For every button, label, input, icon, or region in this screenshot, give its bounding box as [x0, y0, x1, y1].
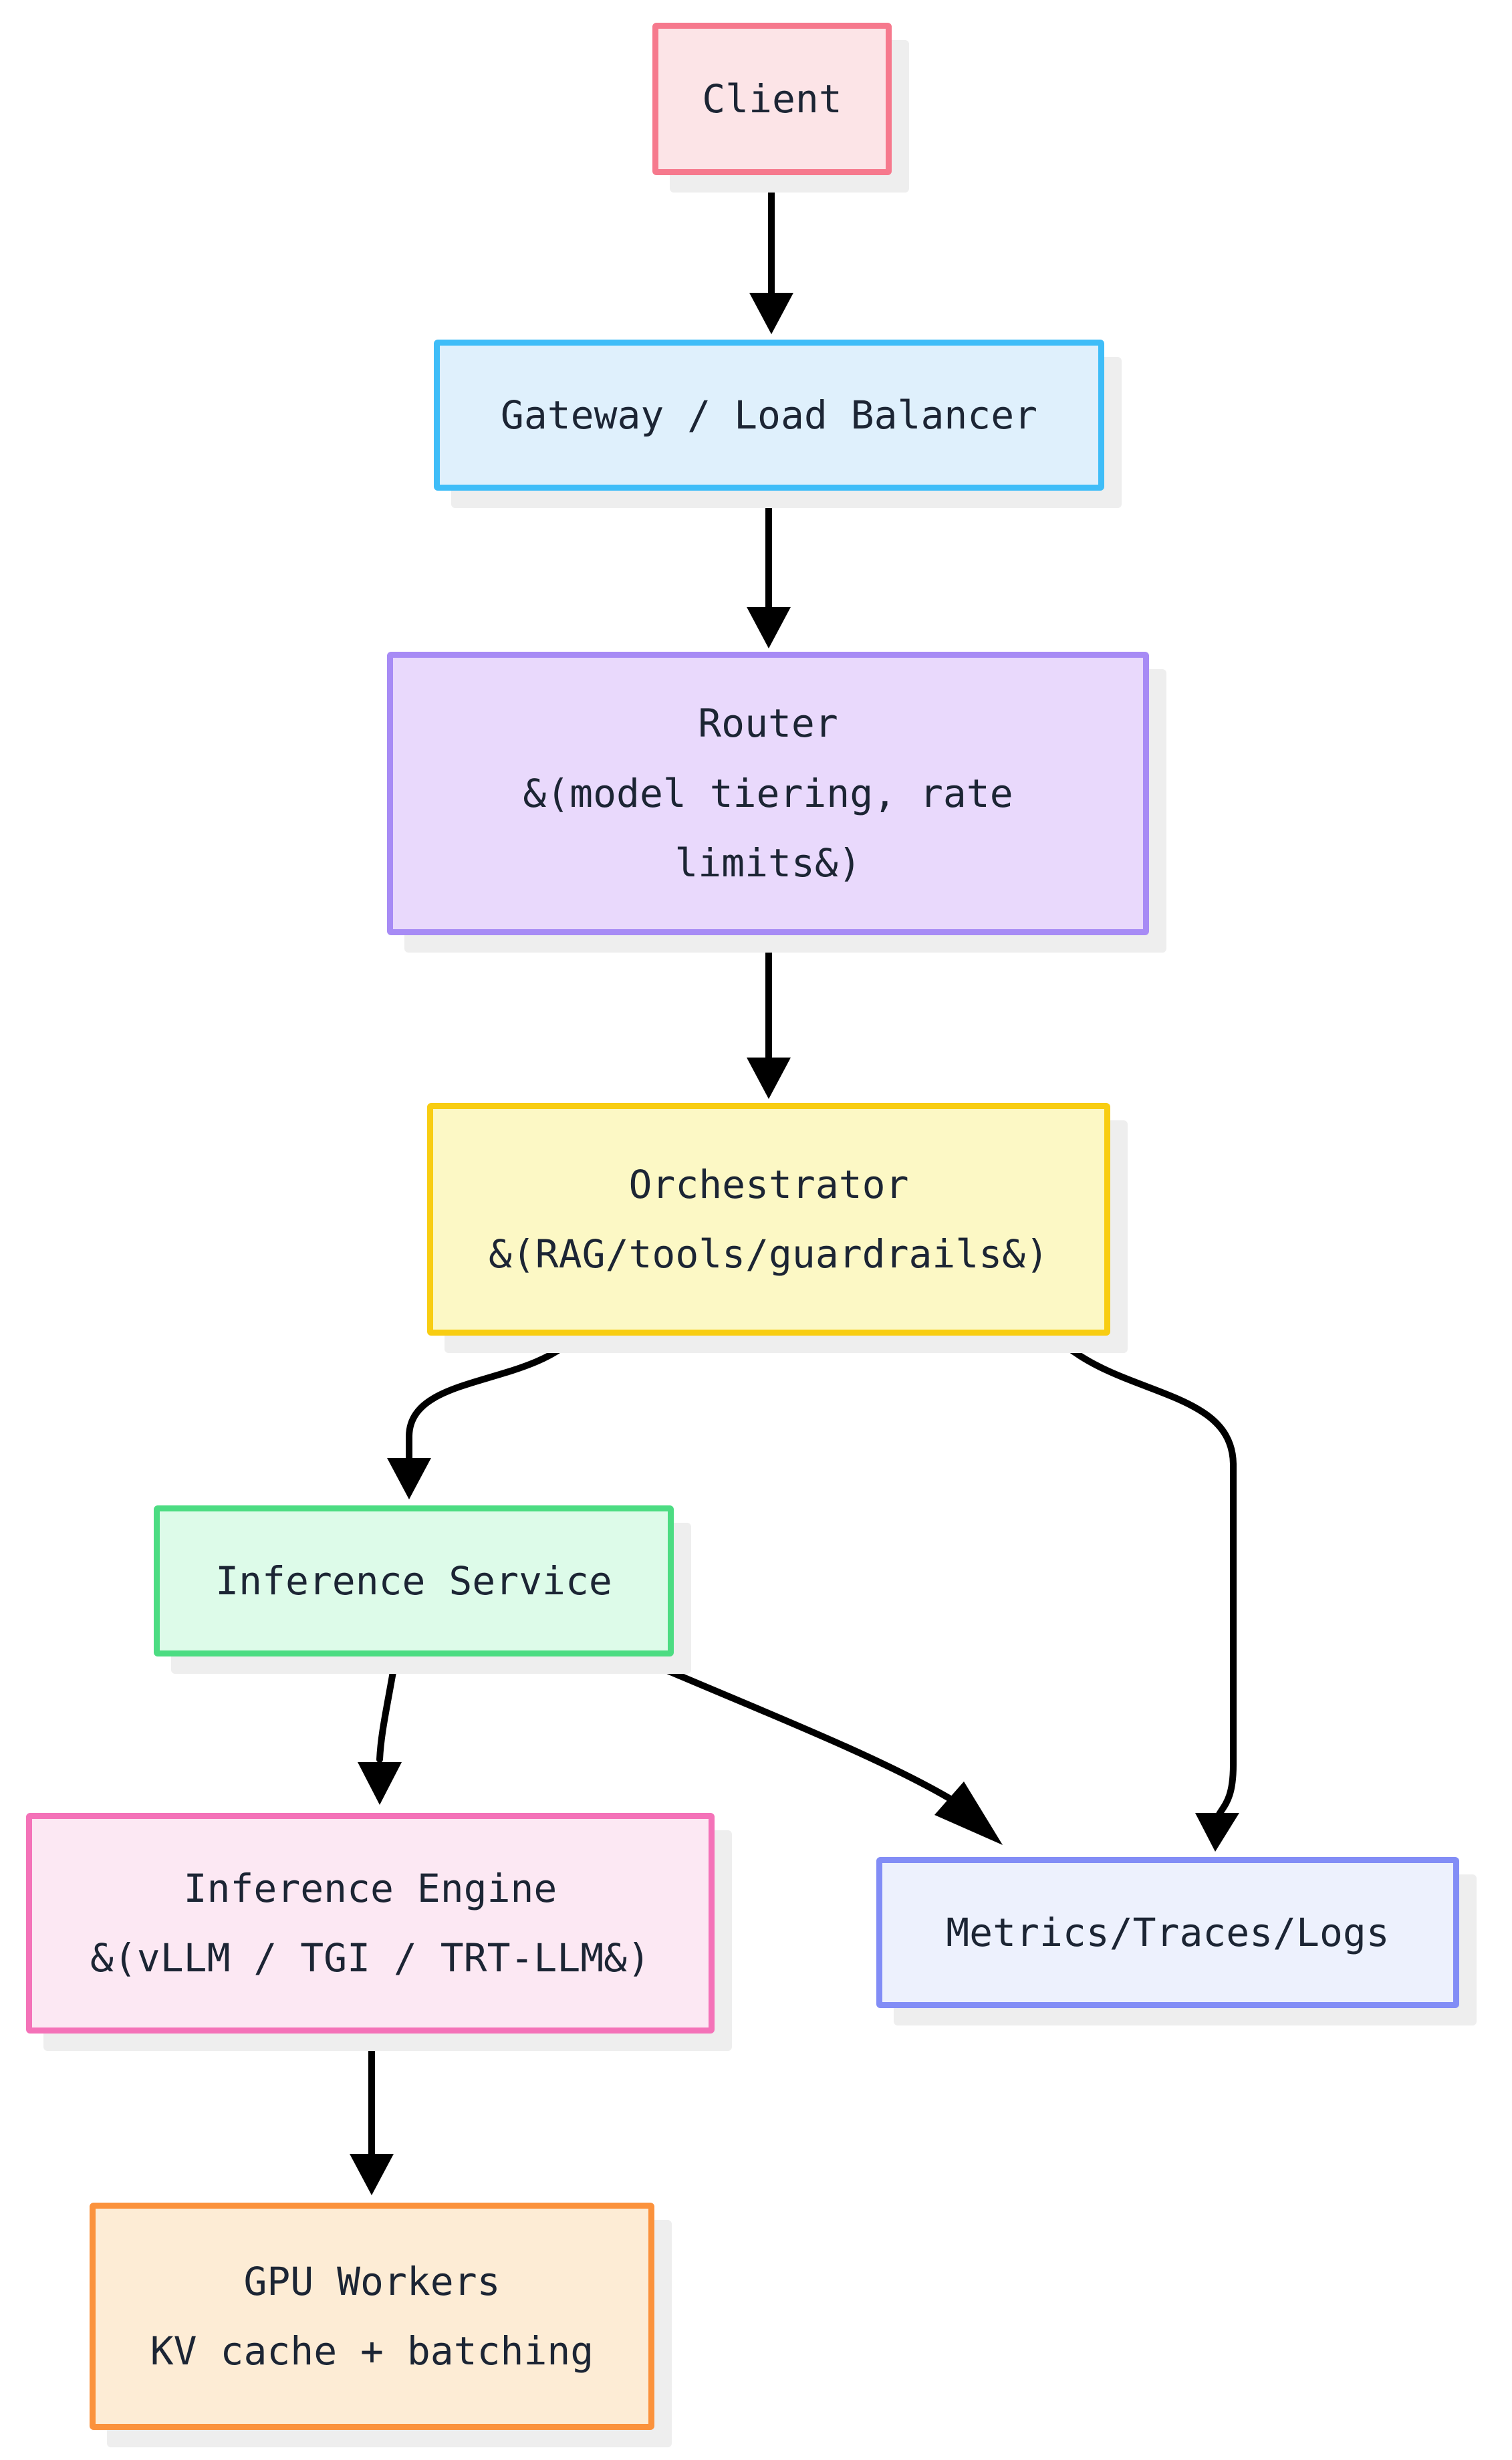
arrowhead: [358, 1762, 402, 1805]
arrowhead: [1195, 1813, 1239, 1852]
edge-client-to-gateway: [749, 172, 793, 334]
node-client-label: Client: [702, 76, 842, 122]
arrowhead: [934, 1781, 1003, 1845]
arrowhead: [747, 607, 791, 648]
edge-inference-service-to-inference-engine: [358, 1653, 402, 1805]
node-orchestrator: Orchestrator &(RAG/tools/guardrails&): [427, 1103, 1110, 1336]
edge-orchestrator-to-inference-service: [387, 1332, 580, 1499]
edge-inference-service-to-metrics: [632, 1653, 1003, 1845]
node-router-title: Router: [698, 701, 838, 747]
edge-line: [1051, 1332, 1237, 1818]
node-metrics-traces-logs: Metrics/Traces/Logs: [876, 1857, 1459, 2008]
node-router-subtitle: &(model tiering, rate limits&): [523, 770, 1013, 886]
node-gpu-workers-title: GPU Workers: [243, 2258, 501, 2304]
arrowhead: [747, 1058, 791, 1099]
node-inference-engine-title: Inference Engine: [183, 1865, 557, 1911]
node-client: Client: [652, 23, 892, 175]
node-inference-engine: Inference Engine &(vLLM / TGI / TRT-LLM&…: [26, 1813, 715, 2034]
edge-orchestrator-to-metrics: [1051, 1332, 1239, 1852]
node-gateway-label: Gateway / Load Balancer: [500, 392, 1038, 438]
node-inference-service-label: Inference Service: [215, 1558, 612, 1604]
node-orchestrator-title: Orchestrator: [628, 1161, 909, 1207]
edge-router-to-orchestrator: [747, 932, 791, 1099]
edge-line: [632, 1653, 953, 1802]
arrowhead: [350, 2154, 394, 2195]
arrowhead: [749, 293, 793, 334]
node-router: Router &(model tiering, rate limits&): [387, 652, 1149, 935]
node-metrics-label: Metrics/Traces/Logs: [946, 1909, 1390, 1955]
edge-gateway-to-router: [747, 487, 791, 648]
node-inference-engine-subtitle: &(vLLM / TGI / TRT-LLM&): [90, 1935, 651, 1981]
edge-line: [406, 1332, 580, 1461]
node-gpu-workers-subtitle: KV cache + batching: [150, 2328, 594, 2374]
node-gpu-workers: GPU Workers KV cache + batching: [90, 2203, 654, 2430]
edge-line: [376, 1653, 399, 1763]
node-orchestrator-subtitle: &(RAG/tools/guardrails&): [488, 1231, 1049, 1277]
arrowhead: [387, 1458, 431, 1499]
edge-inference-engine-to-gpu-workers: [350, 2030, 394, 2195]
node-inference-service: Inference Service: [154, 1505, 674, 1656]
node-gateway-load-balancer: Gateway / Load Balancer: [434, 340, 1104, 491]
